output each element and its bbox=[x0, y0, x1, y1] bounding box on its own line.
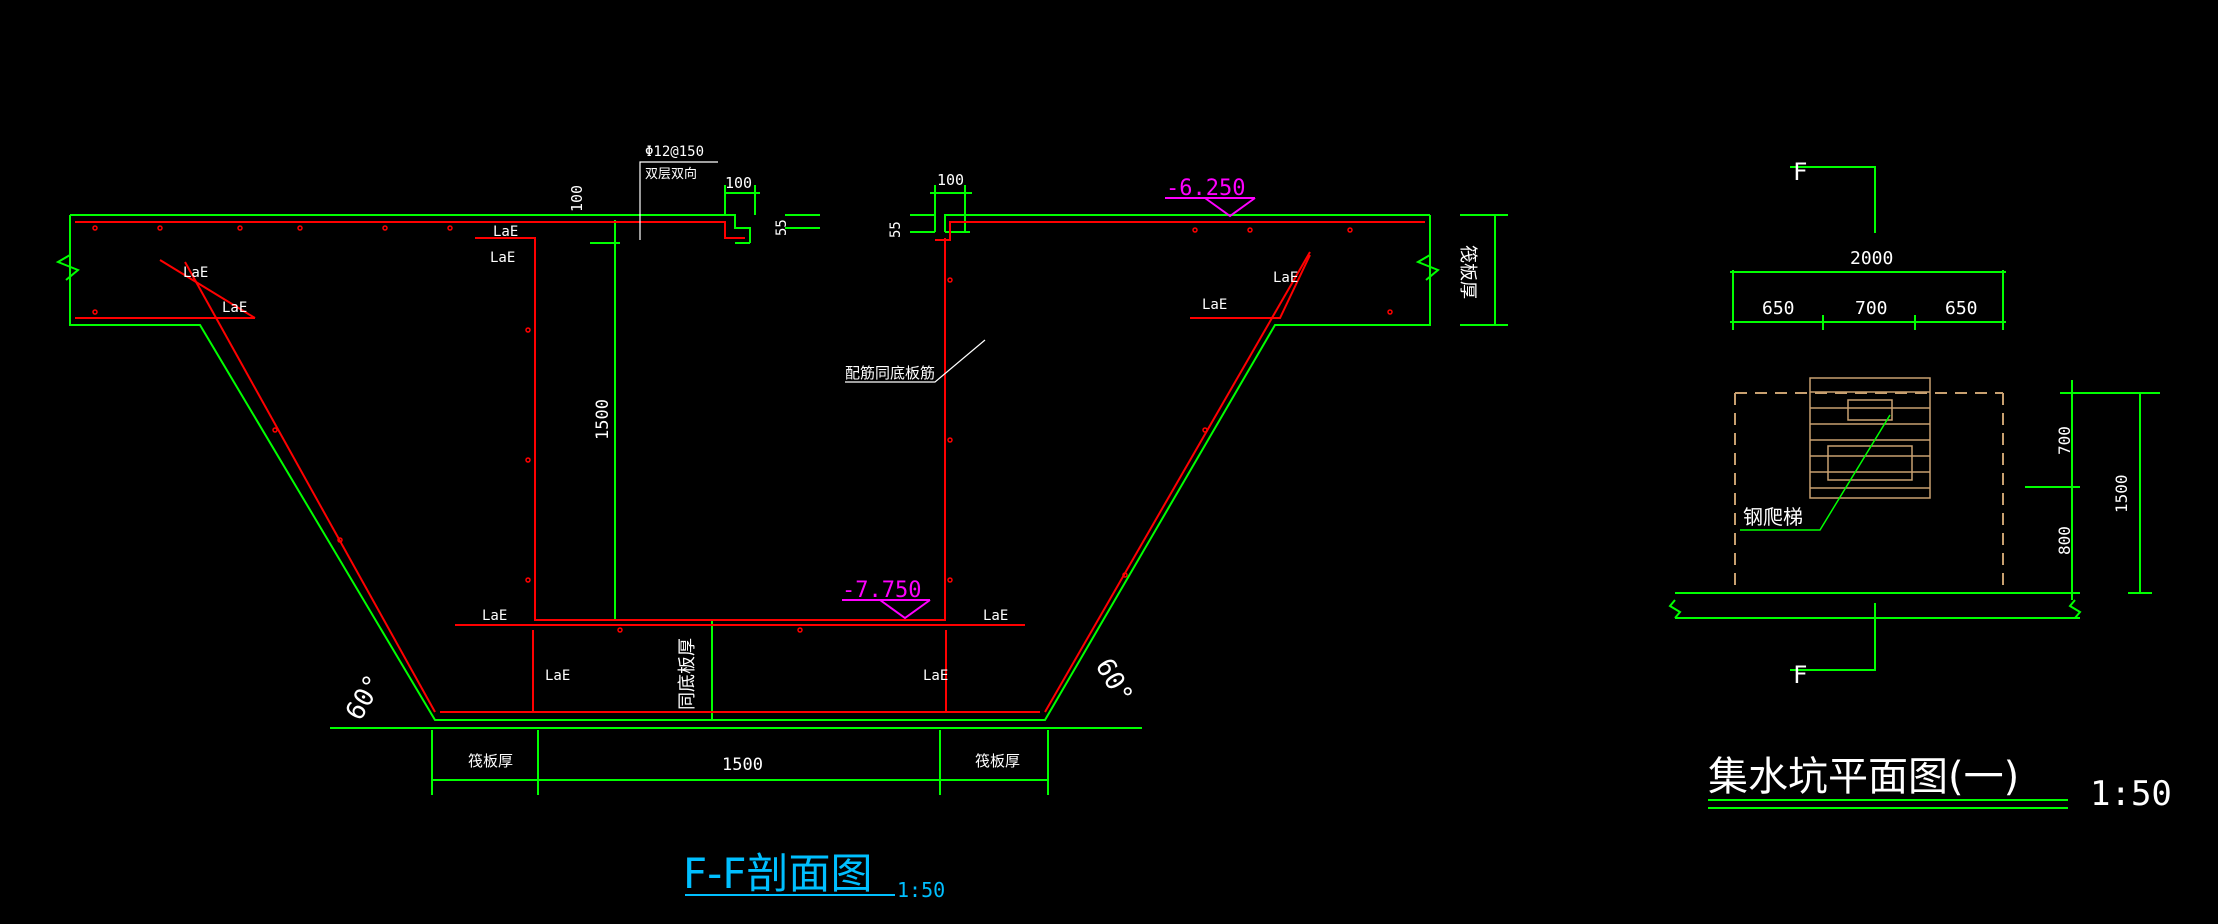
angle-right: 60° bbox=[1089, 654, 1138, 710]
rebar-note-2: 双层双向 bbox=[645, 166, 697, 182]
section-title: F-F剖面图 bbox=[683, 849, 872, 898]
dim-1500-vertical: 1500 bbox=[593, 399, 613, 440]
loe-label: LaE bbox=[222, 300, 247, 316]
rebar-note: Φ12@150 bbox=[645, 144, 704, 160]
plan-dim-700: 700 bbox=[1855, 298, 1888, 319]
section-mark-top: F bbox=[1793, 158, 1807, 186]
angle-left: 60° bbox=[340, 670, 389, 726]
ladder-label: 钢爬梯 bbox=[1743, 505, 1803, 529]
loe-label: LaE bbox=[545, 668, 570, 684]
plan-dim-2000: 2000 bbox=[1850, 248, 1893, 269]
plan-dim-650-right: 650 bbox=[1945, 298, 1978, 319]
plan-title: 集水坑平面图(一) bbox=[1708, 754, 2019, 800]
plan-dim-800-v: 800 bbox=[2055, 526, 2074, 555]
section-scale: 1:50 bbox=[897, 878, 945, 902]
loe-label: LaE bbox=[983, 608, 1008, 624]
section-ff: Φ12@150 双层双向 100 100 55 100 55 -6.250 -7… bbox=[55, 144, 1508, 902]
plan-dashed bbox=[1734, 392, 2004, 593]
plan-title-underline bbox=[1708, 799, 2068, 809]
leaders bbox=[639, 161, 986, 383]
loe-label: LaE bbox=[490, 250, 515, 266]
section-mark-bottom: F bbox=[1793, 661, 1807, 689]
dim-100-top: 100 bbox=[725, 174, 752, 192]
dim-55-left: 55 bbox=[774, 219, 790, 236]
loe-label: LaE bbox=[183, 265, 208, 281]
raft-thickness-bottom-left: 筏板厚 bbox=[468, 752, 513, 770]
plan-outline bbox=[1668, 166, 2160, 671]
elevation-top: -6.250 bbox=[1166, 176, 1245, 201]
concrete-outline bbox=[55, 185, 1508, 795]
loe-label: LaE bbox=[923, 668, 948, 684]
plan-dim-700-v: 700 bbox=[2055, 426, 2074, 455]
plan-dim-1500-v: 1500 bbox=[2112, 474, 2131, 513]
dim-100-right: 100 bbox=[937, 171, 964, 189]
loe-label: LaE bbox=[482, 608, 507, 624]
plan-view: F F 2000 650 700 650 700 800 1500 钢爬梯 集水… bbox=[1668, 158, 2172, 814]
plan-scale: 1:50 bbox=[2090, 774, 2172, 814]
dim-1500-bottom: 1500 bbox=[722, 755, 763, 775]
raft-thickness-bottom-right: 筏板厚 bbox=[975, 752, 1020, 770]
plan-dim-650-left: 650 bbox=[1762, 298, 1795, 319]
steel-ladder bbox=[1809, 377, 1931, 499]
loe-label: LaE bbox=[1202, 297, 1227, 313]
raft-thickness-right: 筏板厚 bbox=[1457, 245, 1478, 299]
dim-55-right: 55 bbox=[888, 221, 904, 238]
dim-100-left: 100 bbox=[568, 185, 586, 212]
same-floor-thickness: 同底板厚 bbox=[677, 638, 698, 710]
ladder-leader bbox=[1740, 414, 1891, 531]
loe-label: LaE bbox=[493, 224, 518, 240]
elevation-markers bbox=[842, 197, 1256, 620]
elevation-bottom: -7.750 bbox=[842, 578, 921, 603]
note-same-as-floor: 配筋同底板筋 bbox=[845, 364, 935, 382]
rebar-dots bbox=[92, 225, 1393, 633]
loe-label: LaE bbox=[1273, 270, 1298, 286]
rebar-lines bbox=[75, 221, 1425, 713]
